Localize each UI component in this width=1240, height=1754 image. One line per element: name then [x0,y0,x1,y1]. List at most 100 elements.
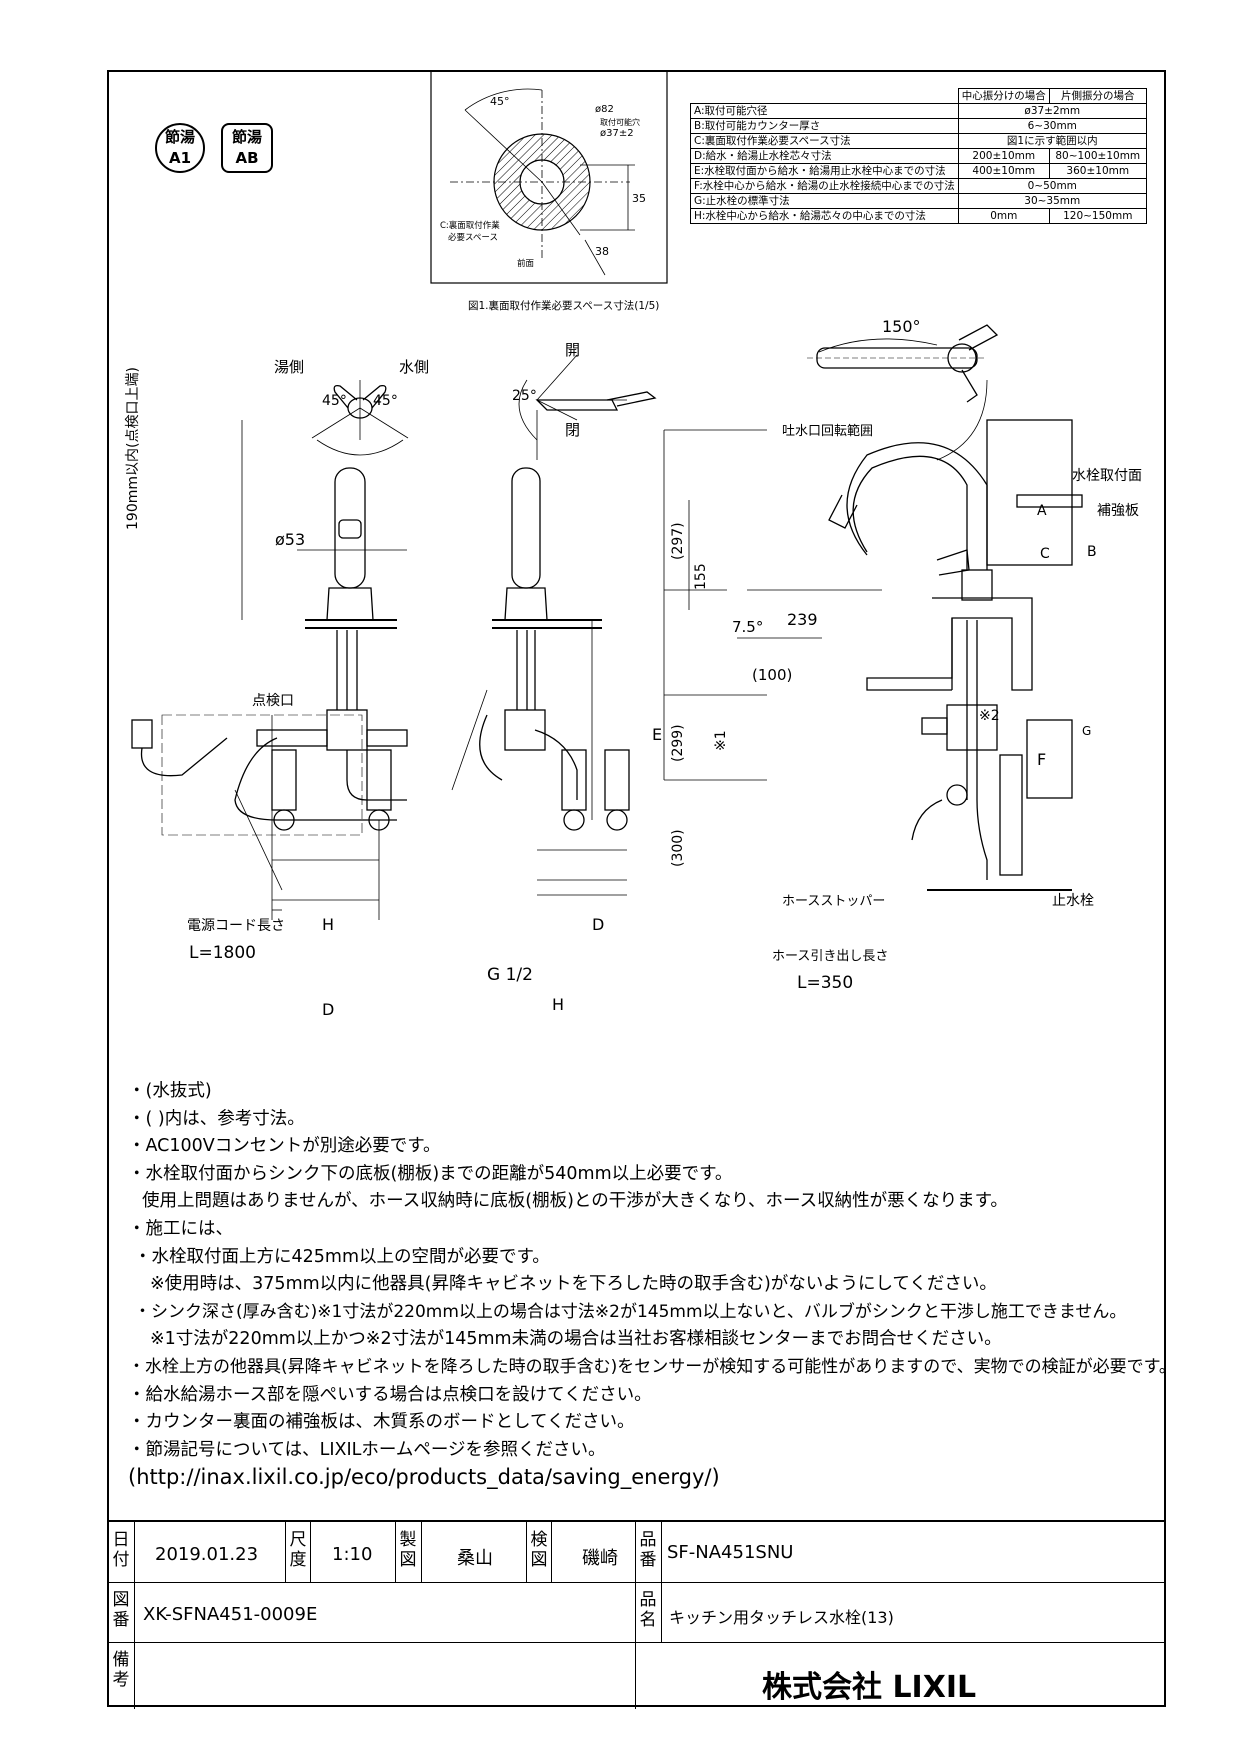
dimension-lines [241,420,882,920]
f-dim-label: F [1037,750,1046,769]
spec-header-center: 中心振分けの場合 [957,88,1050,104]
counter-hole-detail: 45° ø82 取付可能穴 ø37±2 35 38 C:裏面取付作業 必要スペー… [430,70,668,284]
b-dim-label: B [1087,544,1097,560]
spec-value-side: 120~150mm [1048,208,1147,224]
product-name-value: キッチン用タッチレス水栓(13) [669,1608,894,1627]
dim239-label: 239 [787,610,818,629]
dia53-label: ø53 [275,530,305,549]
spout-rotation-view [807,324,999,461]
note-line: ・節湯記号については、LIXILホームページを参照ください。 [128,1439,606,1460]
drawing-no-value: XK-SFNA451-0009E [143,1604,318,1625]
note-line: 使用上問題はありませんが、ホース収納時に底板(棚板)との干渉が大きくなり、ホース… [142,1191,1008,1212]
spec-value: 0~50mm [957,178,1147,194]
hot-side-label: 湯側 [274,358,304,376]
spec-value: 200±10mm [957,148,1050,164]
spec-label: B:取付可能カウンター厚さ [690,118,959,134]
note-line: ・施工には、 [128,1218,233,1239]
outer-dia-label: ø82 [595,104,614,115]
rotation-angle-label: 150° [882,320,921,336]
spec-value: 0mm [957,208,1050,224]
dim300-label: (300) [670,829,686,867]
inspection-label: 点検口 [252,693,294,709]
date-label: 日付 [112,1530,130,1570]
remarks-label: 備考 [112,1650,130,1690]
note-line: ・( )内は、参考寸法。 [128,1108,305,1129]
dim297-label: (297) [670,522,686,560]
spec-label: G:止水栓の標準寸法 [690,193,959,209]
note-line: ・AC100Vコンセントが別途必要です。 [128,1136,441,1157]
dim299-label: (299) [670,724,686,762]
drawn-label: 製図 [399,1530,417,1570]
scale-value: 1:10 [332,1544,373,1565]
star1-label: ※1 [713,730,729,751]
spec-label: E:水栓取付面から給水・給湯用止水栓中心までの寸法 [690,163,959,179]
front-label: 前面 [517,258,535,269]
badge-top-text: 節湯 [164,128,195,146]
dim38-label: 38 [595,245,609,258]
cord-length: L=1800 [189,943,256,963]
product-no-label: 品番 [639,1530,657,1570]
scale-label: 尺度 [289,1530,307,1570]
note-line: ・シンク深さ(厚み含む)※1寸法が220mm以上の場合は寸法※2が145mm以上… [134,1301,1127,1322]
spec-label: H:水栓中心から給水・給湯芯々の中心までの寸法 [690,208,959,224]
lever-angle-right: 45° [373,393,398,409]
install-range-label: 取付可能穴 [600,117,640,127]
spec-value: ø37±2mm [957,103,1147,119]
drawn-value: 桑山 [457,1548,493,1569]
a-dim-label: A [1037,503,1047,519]
cold-side-label: 水側 [399,358,429,376]
g-half-label: G 1/2 [487,965,533,985]
note-line: ・水栓取付面上方に425mm以上の空間が必要です。 [134,1246,550,1267]
note-line: ※1寸法が220mm以上かつ※2寸法が145mm未満の場合は当社お客様相談センタ… [150,1329,1002,1350]
spec-label: F:水栓中心から給水・給湯の止水栓接続中心までの寸法 [690,178,959,194]
g-dim-label: G [1082,724,1091,738]
h-dim-side: H [552,995,564,1014]
badge-bottom-text: AB [235,149,259,167]
height-note-label: 190mm以内(点検口上端) [125,367,141,530]
spec-label: D:給水・給湯止水栓芯々寸法 [690,148,959,164]
product-no-value: SF-NA451SNU [667,1542,794,1563]
spout-rotation-label: 吐水口回転範囲 [782,424,873,439]
space-label-1: C:裏面取付作業 [440,220,500,231]
company-logo: 株式会社 LIXIL [762,1670,977,1705]
badge-bottom-text: A1 [168,149,192,167]
spec-value-side: 80~100±10mm [1048,148,1147,164]
d-dim-front: D [322,1000,334,1019]
inner-dia-label: ø37±2 [600,128,634,139]
open-label: 開 [565,341,580,359]
spec-value: 6~30mm [957,118,1147,134]
drawing-no-label: 図番 [112,1590,130,1630]
mount-surface-label: 水栓取付面 [1072,468,1142,484]
spec-value-side: 360±10mm [1048,163,1147,179]
reinforce-label: 補強板 [1097,503,1139,519]
saving-badge-a1: 節湯 A1 [155,123,205,173]
spec-value: 30~35mm [957,193,1147,209]
spec-label: A:取付可能穴径 [690,103,959,119]
spec-label: C:裏面取付作業必要スペース寸法 [690,133,959,149]
product-name-label: 品名 [639,1590,657,1630]
note-line: ※使用時は、375mm以内に他器具(昇降キャビネットを下ろした時の取手含む)がな… [150,1274,997,1295]
e-dim-label: E [652,725,662,744]
note-line: ・水栓取付面からシンク下の底板(棚板)までの距離が540mm以上必要です。 [128,1163,733,1184]
note-line: ・給水給湯ホース部を隠ぺいする場合は点検口を設けてください。 [128,1384,652,1405]
front-view [131,467,408,891]
spec-header-side: 片側振分の場合 [1048,88,1147,104]
note-line: ・水栓上方の他器具(昇降キャビネットを降ろした時の取手含む)をセンサーが検知する… [128,1356,1176,1377]
side-view [451,467,630,831]
title-block: 日付 2019.01.23 尺度 1:10 製図 桑山 検図 磯崎 品番 SF-… [107,1520,1166,1709]
detail-frame [430,70,668,284]
spec-row: C:裏面取付作業必要スペース寸法図1に示す範囲以内 [690,133,1147,149]
faucet-drawing: 湯側 水側 45° 45° 開 閉 25° 150° 吐水口回転範囲 190mm… [125,320,1142,1019]
hose-length-label: L=350 [797,973,853,993]
date-value: 2019.01.23 [155,1544,259,1565]
star2-label: ※2 [979,708,1000,724]
close-label: 閉 [565,421,580,439]
section-view [828,419,1083,891]
dim155-label: 155 [693,563,709,590]
stop-valve-label: 止水栓 [1052,893,1094,909]
